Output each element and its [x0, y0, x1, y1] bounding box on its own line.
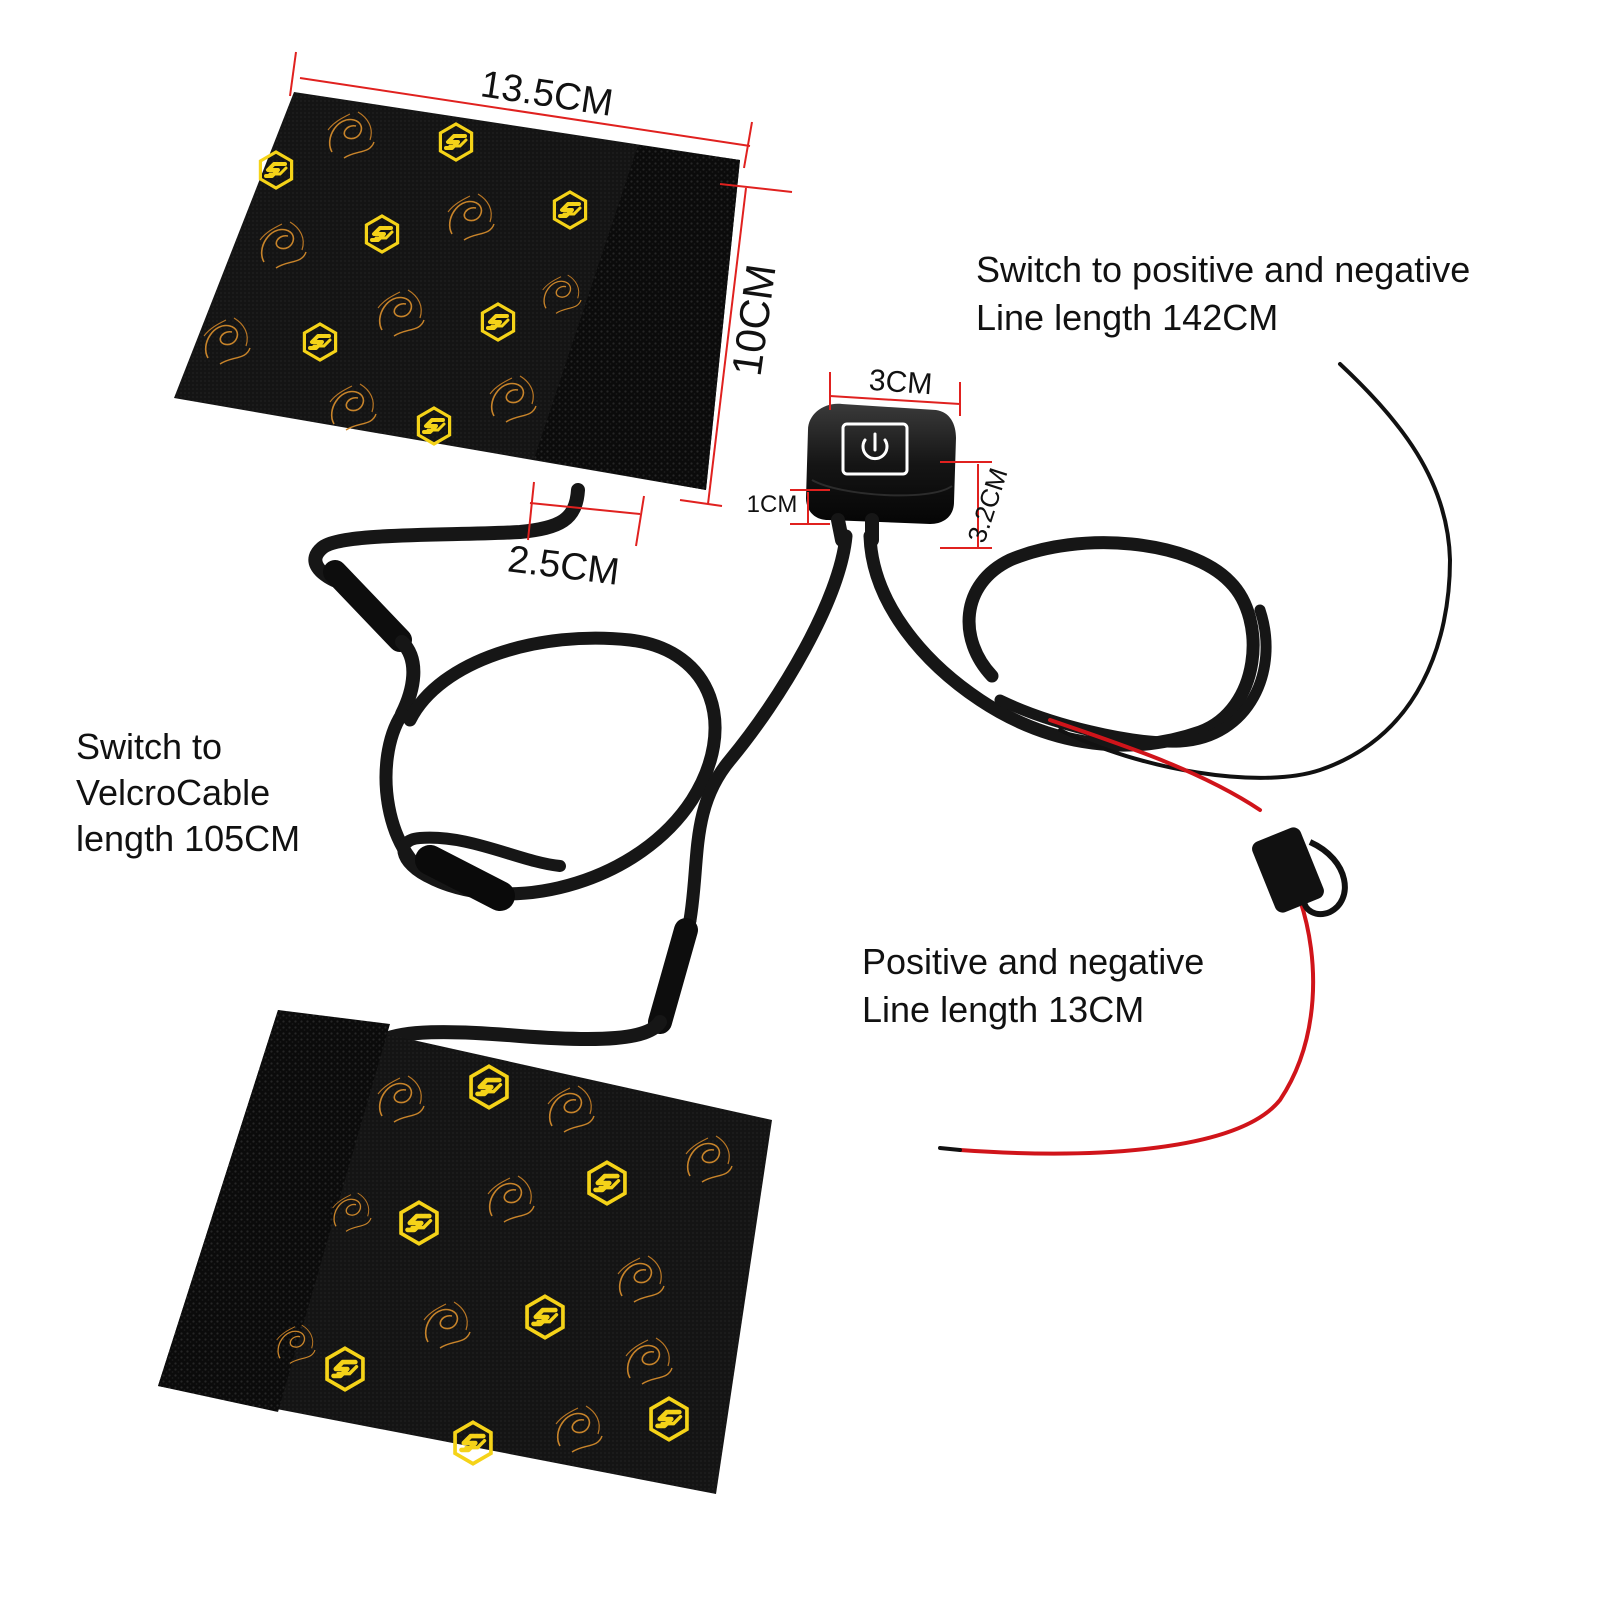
- power-leads-line2: Line length 13CM: [862, 989, 1145, 1030]
- switch-to-power-line2: Line length 142CM: [976, 297, 1279, 338]
- switch-to-velcro-cable: [683, 529, 853, 927]
- bottom-pad-cable: [373, 1015, 667, 1049]
- cables: [308, 362, 1452, 1156]
- bottom-pad-velcro-strip: [158, 1010, 390, 1412]
- switch-to-velcro-line3: length 105CM: [76, 818, 301, 859]
- switch-width-label: 3CM: [868, 364, 933, 401]
- top-heating-pad: [174, 92, 740, 490]
- cable-splitter: [415, 845, 515, 911]
- bottom-heating-pad: [158, 1010, 772, 1494]
- switch-to-power-annotation: Switch to positive and negative Line len…: [976, 246, 1470, 342]
- dimension-lines: [289, 51, 992, 549]
- power-icon: [841, 422, 909, 476]
- top-pad-velcro-strip: [534, 145, 740, 490]
- pad-height-label: 10CM: [723, 261, 785, 378]
- top-pad-connector: [323, 560, 412, 652]
- negative-lead: [1058, 362, 1452, 780]
- top-pad-cable: [308, 483, 585, 587]
- switch-to-velcro-line1: Switch to: [76, 726, 223, 767]
- power-switch[interactable]: [806, 403, 956, 547]
- switch-to-velcro-line2: VelcroCable: [76, 772, 271, 813]
- power-leads-annotation: Positive and negative Line length 13CM: [862, 938, 1204, 1034]
- velcro-width-label: 2.5CM: [505, 538, 621, 593]
- switch-height-label: 3.2CM: [961, 464, 1013, 546]
- switch-to-power-line1: Switch to positive and negative: [976, 249, 1471, 290]
- bottom-pad-connector: [648, 918, 698, 1034]
- positive-lead: [1048, 718, 1262, 812]
- switch-to-velcro-annotation: Switch to VelcroCable length 105CM: [76, 724, 300, 862]
- switch-depth-label: 1CM: [747, 491, 798, 518]
- switch-to-power-cable: [863, 529, 1260, 752]
- power-leads-line1: Positive and negative: [862, 941, 1205, 982]
- fuse-holder: [1252, 827, 1348, 918]
